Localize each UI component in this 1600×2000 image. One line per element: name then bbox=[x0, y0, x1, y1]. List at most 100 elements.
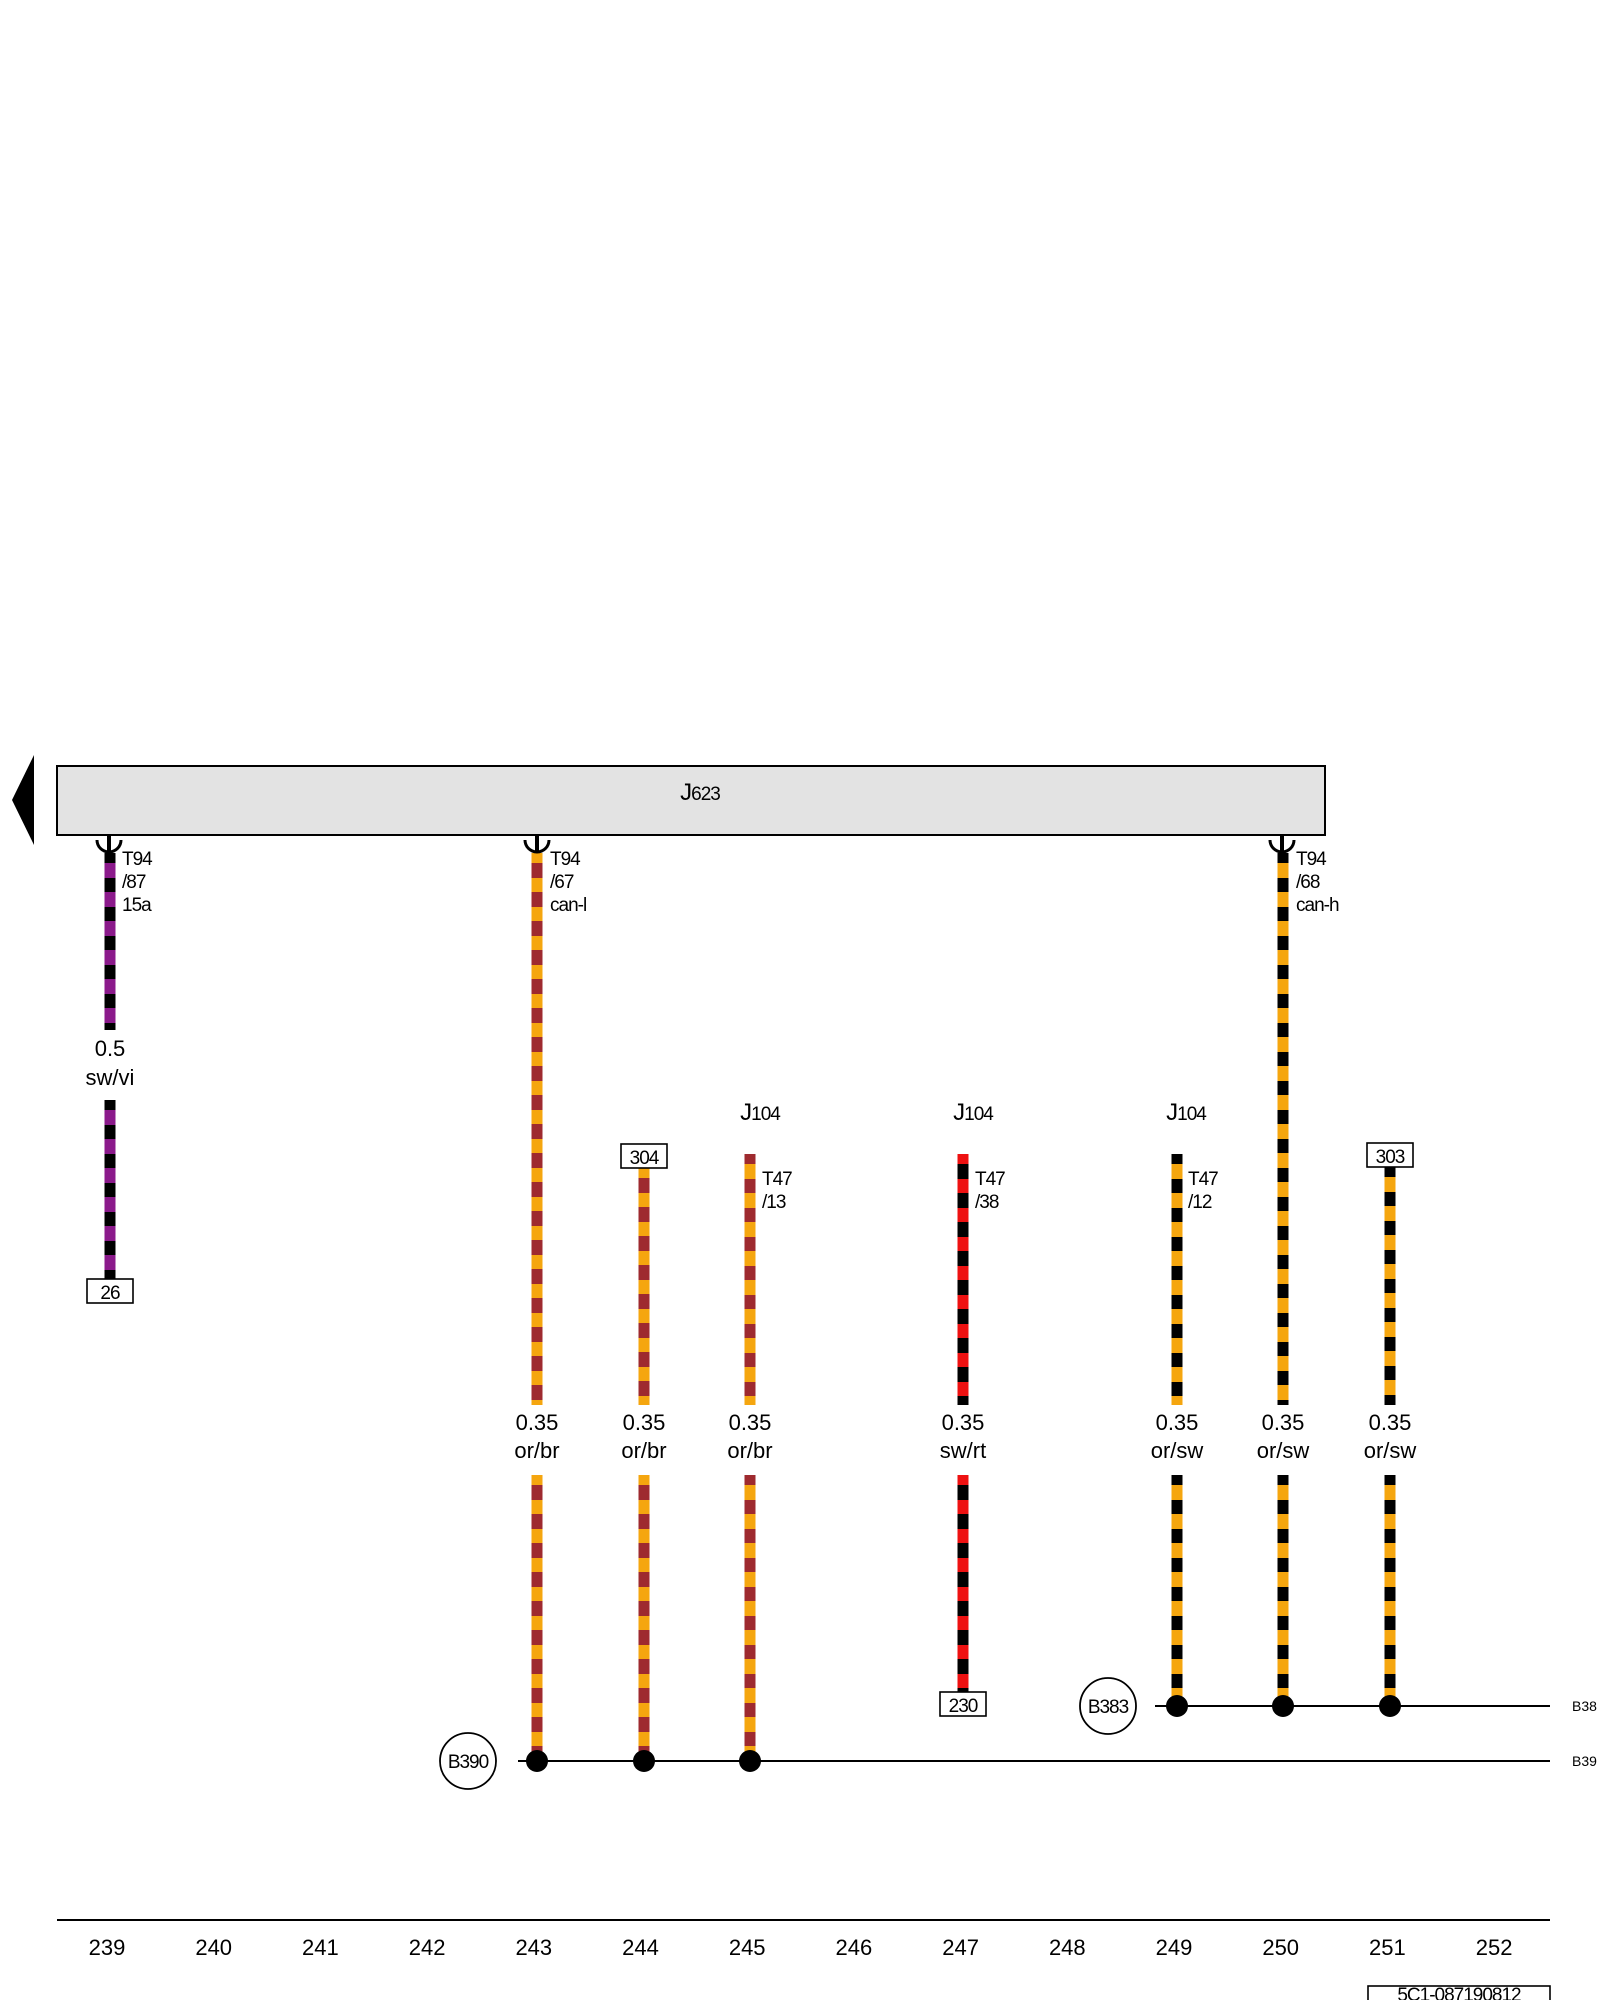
wire-247-lower[interactable] bbox=[957, 1475, 969, 1692]
pin-label-250: T94 /68 can-h bbox=[1296, 849, 1340, 916]
svg-text:or/sw: or/sw bbox=[1364, 1438, 1417, 1463]
connector-pin-symbol-icon bbox=[95, 836, 123, 854]
svg-text:0.35: 0.35 bbox=[1262, 1410, 1305, 1435]
wire-247-upper[interactable] bbox=[957, 1154, 969, 1405]
wire-245-upper[interactable] bbox=[744, 1154, 756, 1405]
svg-text:or/br: or/br bbox=[514, 1438, 559, 1463]
wire-label: 0.35 or/br bbox=[514, 1410, 559, 1463]
j104-pin-label-249: T47 /12 bbox=[1188, 1169, 1219, 1213]
svg-text:T94: T94 bbox=[550, 849, 581, 870]
svg-text:T47: T47 bbox=[1188, 1169, 1218, 1190]
j104-pin-label-247: T47 /38 bbox=[975, 1169, 1006, 1213]
svg-text:/67: /67 bbox=[550, 872, 574, 893]
connector-pin-symbol-icon bbox=[1268, 836, 1296, 854]
control-module-j623[interactable] bbox=[56, 765, 1326, 836]
pin-label-239: T94 /87 15a bbox=[122, 849, 154, 916]
svg-text:0.35: 0.35 bbox=[729, 1410, 772, 1435]
svg-text:303: 303 bbox=[1376, 1147, 1405, 1168]
svg-text:or/sw: or/sw bbox=[1257, 1438, 1310, 1463]
reference-box-304[interactable]: 304 bbox=[620, 1143, 668, 1169]
svg-text:0.35: 0.35 bbox=[942, 1410, 985, 1435]
svg-text:/38: /38 bbox=[975, 1192, 999, 1213]
wire-label: 0.35 or/br bbox=[727, 1410, 772, 1463]
connector-pin-symbol-icon bbox=[523, 836, 551, 854]
svg-text:or/sw: or/sw bbox=[1151, 1438, 1204, 1463]
wire-239-lower[interactable] bbox=[104, 1100, 116, 1279]
svg-text:/12: /12 bbox=[1188, 1192, 1212, 1213]
reference-box-26[interactable]: 26 bbox=[86, 1278, 134, 1304]
column-number: 240 bbox=[195, 1935, 232, 1960]
svg-text:or/br: or/br bbox=[621, 1438, 666, 1463]
column-number: 249 bbox=[1156, 1935, 1193, 1960]
pin-label-243: T94 /67 can-l bbox=[550, 849, 587, 916]
column-number: 246 bbox=[836, 1935, 873, 1960]
svg-text:/87: /87 bbox=[122, 872, 146, 893]
wire-249-upper[interactable] bbox=[1171, 1154, 1183, 1405]
component-label-j104: J104 bbox=[953, 1099, 994, 1126]
svg-text:304: 304 bbox=[630, 1148, 660, 1169]
svg-text:0.5: 0.5 bbox=[95, 1036, 126, 1061]
wire-label: 0.35 or/sw bbox=[1257, 1410, 1310, 1463]
wire-label: 0.35 or/br bbox=[621, 1410, 666, 1463]
svg-text:can-h: can-h bbox=[1296, 895, 1339, 916]
drawing-code-box: 5C1-087190812 bbox=[1367, 1985, 1551, 2000]
svg-text:T47: T47 bbox=[975, 1169, 1005, 1190]
column-number: 247 bbox=[942, 1935, 979, 1960]
bus-edge-label-b38: B38 bbox=[1572, 1698, 1597, 1714]
wire-243-lower[interactable] bbox=[531, 1475, 543, 1761]
reference-box-230[interactable]: 230 bbox=[939, 1691, 987, 1717]
svg-text:0.35: 0.35 bbox=[516, 1410, 559, 1435]
component-label-j104: J104 bbox=[740, 1099, 781, 1126]
svg-text:0.35: 0.35 bbox=[623, 1410, 666, 1435]
svg-text:230: 230 bbox=[949, 1696, 978, 1717]
svg-text:sw/vi: sw/vi bbox=[86, 1065, 135, 1090]
reference-box-303[interactable]: 303 bbox=[1366, 1142, 1414, 1168]
column-number: 252 bbox=[1476, 1935, 1513, 1960]
column-number: 239 bbox=[89, 1935, 126, 1960]
wire-250-upper[interactable] bbox=[1277, 853, 1289, 1405]
svg-text:T94: T94 bbox=[1296, 849, 1327, 870]
wire-243-upper[interactable] bbox=[531, 853, 543, 1405]
junction-dots bbox=[526, 1695, 1401, 1772]
wire-251-upper[interactable] bbox=[1384, 1167, 1396, 1405]
splice-label-b383[interactable]: B383 bbox=[1079, 1677, 1137, 1735]
splice-label-b390[interactable]: B390 bbox=[439, 1732, 497, 1790]
column-number: 248 bbox=[1049, 1935, 1086, 1960]
column-number: 245 bbox=[729, 1935, 766, 1960]
wire-244-lower[interactable] bbox=[638, 1475, 650, 1761]
svg-text:can-l: can-l bbox=[550, 895, 586, 916]
wire-label: 0.35 or/sw bbox=[1151, 1410, 1204, 1463]
svg-text:0.35: 0.35 bbox=[1369, 1410, 1412, 1435]
bus-edge-label-b39: B39 bbox=[1572, 1753, 1597, 1769]
svg-text:T94: T94 bbox=[122, 849, 153, 870]
svg-text:sw/rt: sw/rt bbox=[940, 1438, 986, 1463]
column-number: 244 bbox=[622, 1935, 659, 1960]
column-number: 251 bbox=[1369, 1935, 1406, 1960]
wire-250-lower[interactable] bbox=[1277, 1475, 1289, 1706]
module-label: J623 bbox=[680, 779, 720, 806]
svg-text:B390: B390 bbox=[448, 1752, 489, 1773]
wires bbox=[104, 853, 1396, 1761]
wire-label: 0.35 sw/rt bbox=[940, 1410, 986, 1463]
wire-251-lower[interactable] bbox=[1384, 1475, 1396, 1706]
wire-label: 0.5 sw/vi bbox=[86, 1036, 135, 1090]
svg-text:15a: 15a bbox=[122, 895, 152, 916]
wire-245-lower[interactable] bbox=[744, 1475, 756, 1761]
svg-text:T47: T47 bbox=[762, 1169, 792, 1190]
svg-text:26: 26 bbox=[100, 1283, 120, 1304]
wire-244-upper[interactable] bbox=[638, 1168, 650, 1405]
wire-239-upper[interactable] bbox=[104, 853, 116, 1030]
svg-text:or/br: or/br bbox=[727, 1438, 772, 1463]
component-label-j104: J104 bbox=[1166, 1099, 1207, 1126]
svg-text:B383: B383 bbox=[1088, 1697, 1129, 1718]
svg-text:/13: /13 bbox=[762, 1192, 786, 1213]
svg-text:0.35: 0.35 bbox=[1156, 1410, 1199, 1435]
previous-page-arrow-icon[interactable] bbox=[12, 755, 34, 845]
svg-text:5C1-087190812: 5C1-087190812 bbox=[1397, 1985, 1521, 2000]
wire-249-lower[interactable] bbox=[1171, 1475, 1183, 1706]
j104-pin-label-245: T47 /13 bbox=[762, 1169, 793, 1213]
wire-label: 0.35 or/sw bbox=[1364, 1410, 1417, 1463]
column-number: 242 bbox=[409, 1935, 446, 1960]
